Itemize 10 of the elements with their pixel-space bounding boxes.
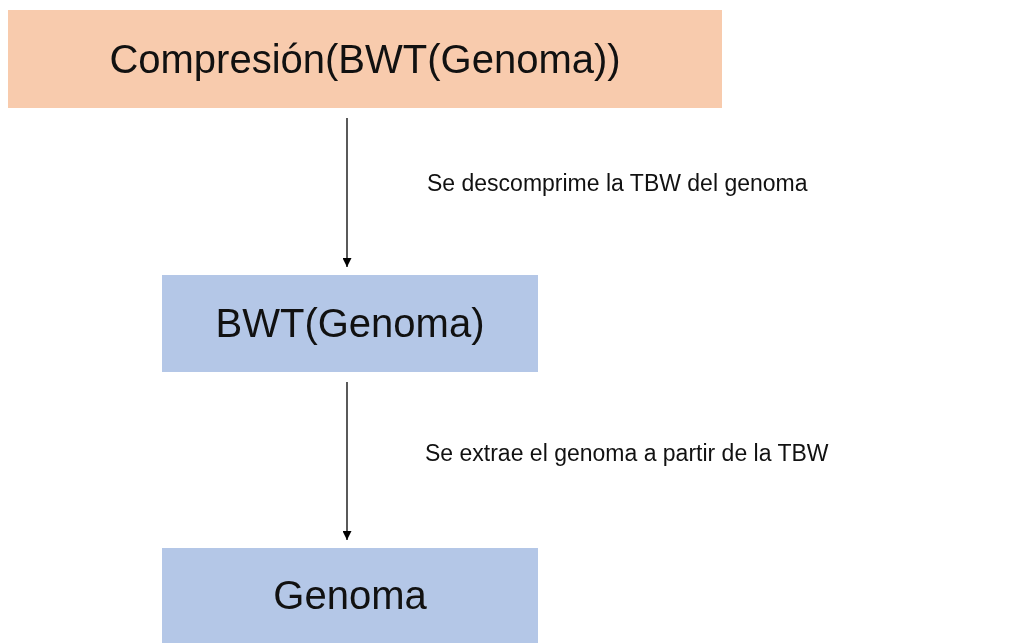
arrow: [342, 381, 352, 541]
box-label: BWT(Genoma): [215, 301, 485, 346]
process-box: [162, 275, 538, 372]
arrow: [342, 117, 352, 268]
box-label: Compresión(BWT(Genoma)): [109, 36, 621, 82]
process-box: [8, 10, 722, 108]
edge-label: Se extrae el genoma a partir de la TBW: [425, 440, 829, 467]
process-box: [162, 548, 538, 643]
box-label: Genoma: [273, 573, 427, 618]
edge-label: Se descomprime la TBW del genoma: [427, 170, 808, 197]
